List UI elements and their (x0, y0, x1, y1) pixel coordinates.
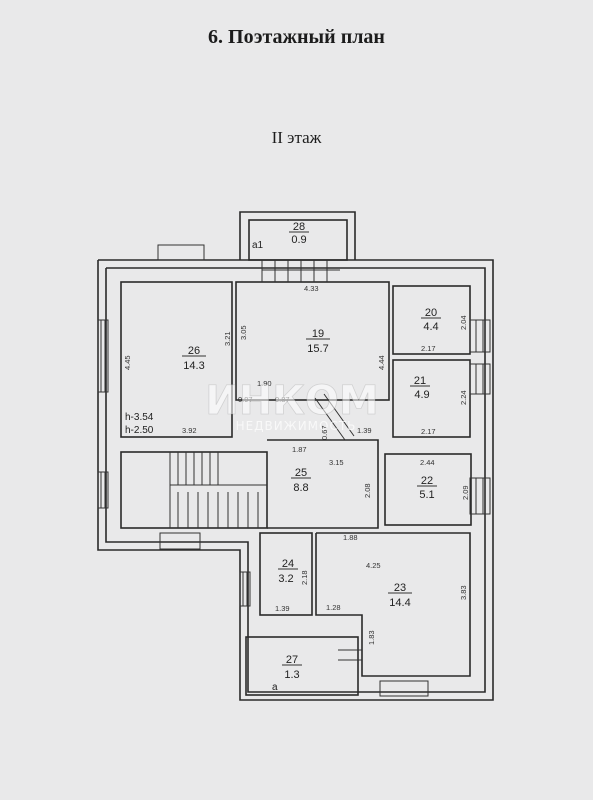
dim-3-21: 3.21 (223, 331, 232, 346)
room-20: 204.4 (421, 307, 441, 333)
dim-0-67: 0.67 (320, 425, 329, 440)
room-22: 225.1 (417, 475, 437, 501)
dim-0-87: 0.87 (275, 395, 290, 404)
dim-3-05: 3.05 (239, 325, 248, 340)
dim-2-44: 2.44 (420, 458, 435, 467)
dim-1-87: 1.87 (292, 445, 307, 454)
floor-title: II этаж (271, 128, 322, 147)
room-22-outline (384, 453, 472, 526)
watermark-brand: ИНКОМ (205, 378, 378, 424)
dimensions: 4.33 3.05 3.21 4.45 4.44 2.04 2.17 2.24 … (123, 284, 470, 645)
room-27-outline (245, 636, 359, 696)
windows (97, 319, 491, 607)
room-outlines (120, 219, 472, 696)
height-label-1: h-3.54 (125, 412, 154, 423)
dim-4-33: 4.33 (304, 284, 319, 293)
svg-text:22: 22 (421, 475, 433, 487)
svg-text:26: 26 (188, 345, 200, 357)
dim-1-83: 1.83 (367, 630, 376, 645)
room-19: 19 15.7 (306, 328, 330, 355)
room-28: 280.9 (289, 221, 309, 246)
dim-2-04: 2.04 (459, 315, 468, 330)
svg-text:21: 21 (414, 375, 426, 387)
dim-3-15: 3.15 (329, 458, 344, 467)
mark-a-label: a (272, 682, 278, 693)
room-28-outline (248, 219, 348, 261)
dim-3-92: 3.92 (182, 426, 197, 435)
outer-walls (97, 211, 494, 701)
watermark-sub: НЕДВИЖИМОСТЬ (236, 419, 357, 433)
page-title: 6. Поэтажный план (208, 26, 385, 48)
dim-4-44: 4.44 (377, 355, 386, 370)
svg-text:27: 27 (286, 654, 298, 666)
watermark: ИНКОМ НЕДВИЖИМОСТЬ (205, 378, 379, 433)
dim-1-90: 1.90 (257, 379, 272, 388)
svg-text:14.4: 14.4 (389, 597, 410, 609)
balcony-label: a1 (252, 240, 264, 251)
room-24-outline (259, 532, 313, 616)
room-27: 271.3 (282, 654, 302, 681)
svg-text:8.8: 8.8 (293, 482, 308, 494)
dim-1-88: 1.88 (343, 533, 358, 542)
room-26-outline (120, 281, 233, 438)
dim-0-97: 0.97 (238, 395, 253, 404)
svg-text:28: 28 (293, 221, 305, 233)
svg-text:25: 25 (295, 467, 307, 479)
room-25-outline (267, 439, 379, 529)
stairs (169, 260, 362, 661)
svg-text:1.3: 1.3 (284, 669, 299, 681)
dim-2-24: 2.24 (459, 390, 468, 405)
room-23: 23 14.4 (388, 582, 412, 609)
svg-text:4.9: 4.9 (414, 389, 429, 401)
dim-2-17-a: 2.17 (421, 344, 436, 353)
svg-text:20: 20 (425, 307, 437, 319)
dim-4-45: 4.45 (123, 355, 132, 370)
svg-text:0.9: 0.9 (291, 234, 306, 246)
svg-text:5.1: 5.1 (419, 489, 434, 501)
dim-4-25: 4.25 (366, 561, 381, 570)
room-25: 258.8 (291, 467, 311, 494)
dim-2-08: 2.08 (363, 483, 372, 498)
svg-text:23: 23 (394, 582, 406, 594)
dim-2-17-b: 2.17 (421, 427, 436, 436)
dim-1-39-b: 1.39 (275, 604, 290, 613)
room-24: 243.2 (278, 558, 298, 585)
dim-1-39-a: 1.39 (357, 426, 372, 435)
plan-labels: a1 h-3.54 h-2.50 a (125, 240, 278, 693)
room-26: 26 14.3 (182, 345, 206, 372)
dim-2-09: 2.09 (461, 485, 470, 500)
room-21-outline (392, 359, 471, 438)
svg-text:3.2: 3.2 (278, 573, 293, 585)
dim-3-83: 3.83 (459, 585, 468, 600)
room-21: 214.9 (410, 375, 430, 401)
height-label-2: h-2.50 (125, 425, 154, 436)
dim-1-28: 1.28 (326, 603, 341, 612)
dim-2-18: 2.18 (300, 570, 309, 585)
svg-text:4.4: 4.4 (423, 321, 438, 333)
room-23-outline (315, 532, 471, 677)
svg-text:14.3: 14.3 (183, 360, 204, 372)
svg-text:24: 24 (282, 558, 294, 570)
svg-text:19: 19 (312, 328, 324, 340)
svg-text:15.7: 15.7 (307, 343, 328, 355)
room-19-outline (235, 281, 390, 401)
